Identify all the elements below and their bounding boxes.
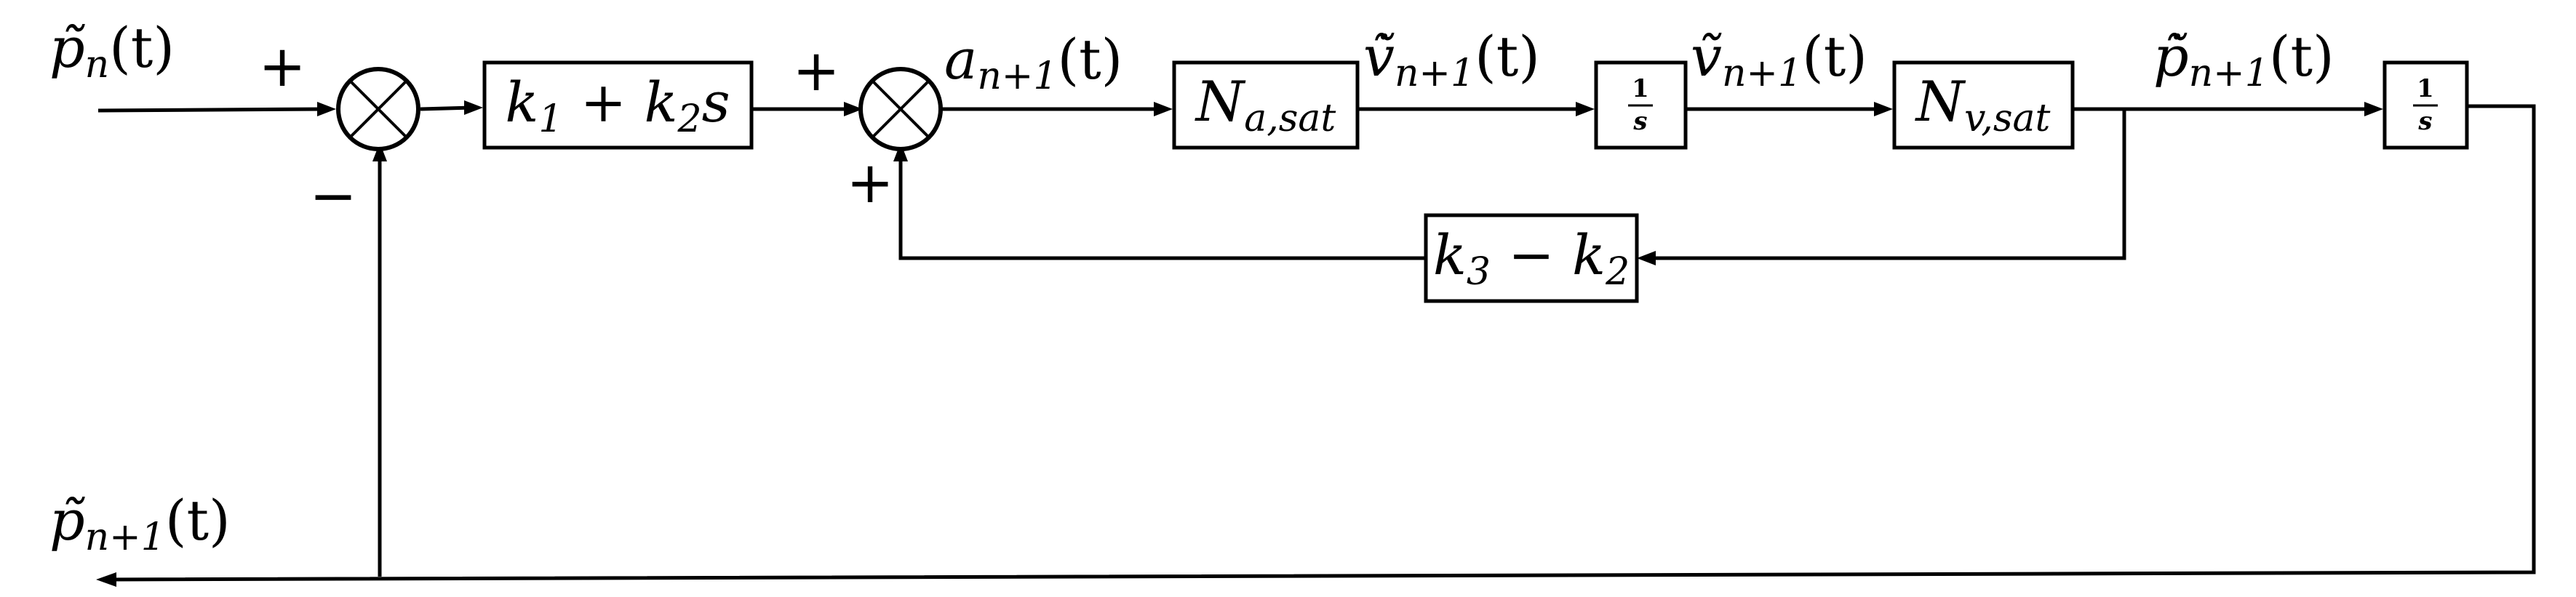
sj2-plus-sign-top: + — [792, 39, 840, 104]
wire-branch-feedback — [1646, 109, 2126, 260]
svg-text:1: 1 — [2417, 74, 2434, 103]
wire-feedback-to-sj2 — [898, 151, 1426, 260]
arrowheads — [96, 100, 2383, 587]
summing-junction-1 — [336, 67, 420, 151]
pdot-signal-label: ṗ̃n+1(t) — [2153, 24, 2334, 95]
vel-saturation-label: Nv,sat — [1915, 69, 2051, 140]
arrowhead-nvsat-in — [1874, 102, 1893, 116]
sj1-plus-sign: + — [258, 34, 306, 100]
wire-output — [107, 104, 2536, 582]
sj1-minus-sign: − — [309, 164, 356, 229]
integrator-1-label: 1 s — [1628, 74, 1653, 136]
arrowhead-sj1-left — [317, 102, 336, 116]
feedback-gain-block — [1424, 213, 1639, 303]
arrowhead-pd-in — [464, 100, 483, 115]
summing-junction-2 — [858, 67, 943, 151]
integrator-2-label: 1 s — [2413, 74, 2438, 136]
accel-saturation-block — [1172, 60, 1360, 150]
feedback-gain-label: k3 − k2 — [1433, 223, 1630, 294]
accel-signal-label: an+1(t) — [944, 27, 1122, 98]
pd-controller-label: k1 + k2s — [505, 70, 730, 141]
input-signal-label: p̃n(t) — [49, 15, 175, 87]
arrowhead-int1-in — [1576, 102, 1595, 116]
vel-saturation-block — [1892, 60, 2075, 150]
arrowhead-sj2-bottom — [893, 143, 908, 161]
svg-text:s: s — [1632, 107, 1647, 136]
arrowhead-sj2-left — [844, 102, 863, 116]
arrowhead-output — [96, 572, 116, 587]
arrowhead-nasat-in — [1154, 102, 1173, 116]
wires — [97, 104, 2536, 582]
vel-signal-label: ṽn+1(t) — [1691, 24, 1867, 95]
arrowhead-int2-in — [2364, 102, 2383, 116]
sj2-plus-sign-bottom: + — [846, 151, 893, 216]
svg-text:s: s — [2417, 107, 2432, 136]
pd-controller-block — [482, 60, 754, 150]
vdot-signal-label: v̇̃n+1(t) — [1363, 24, 1540, 95]
arrowhead-feedback-block-in — [1637, 251, 1656, 265]
svg-text:1: 1 — [1632, 74, 1649, 103]
accel-saturation-label: Na,sat — [1195, 69, 1336, 140]
wire-input — [97, 107, 327, 113]
arrowhead-sj1-bottom — [372, 143, 387, 161]
output-signal-label: p̃n+1(t) — [49, 488, 231, 559]
